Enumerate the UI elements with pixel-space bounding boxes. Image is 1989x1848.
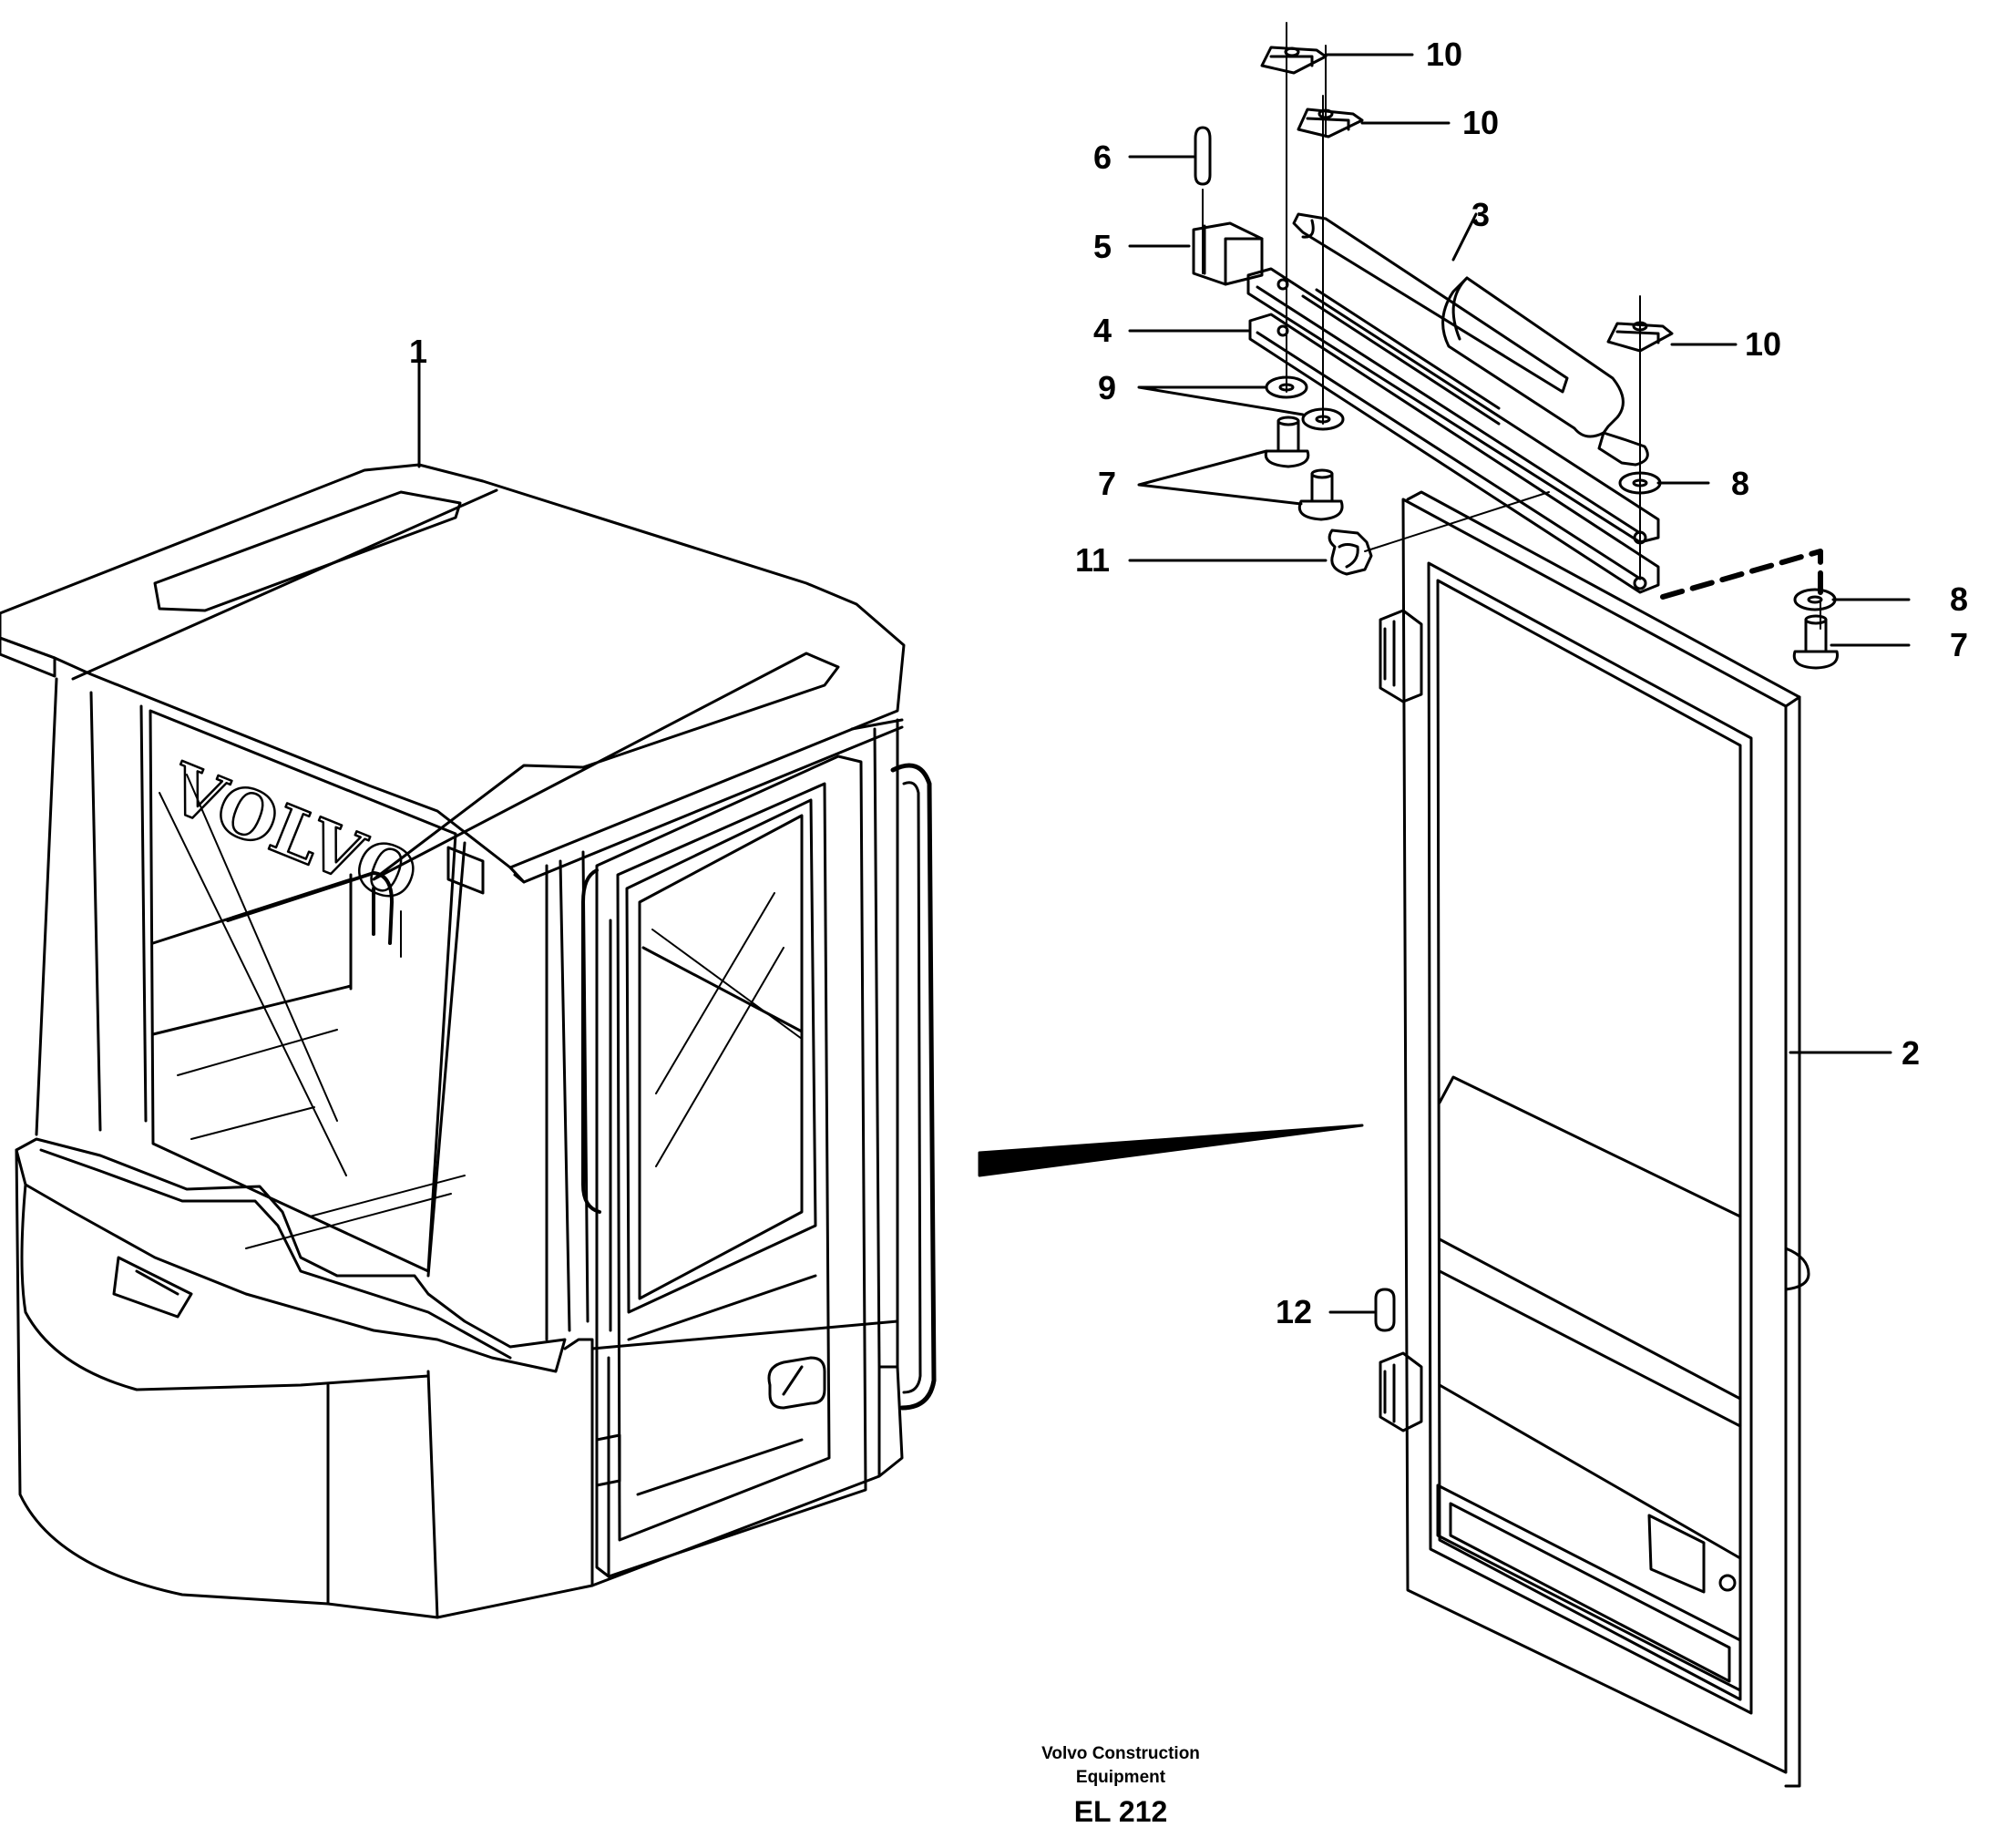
door-outer-frame xyxy=(1401,498,1788,1774)
cab-logo: VOLVO xyxy=(157,749,427,919)
callout-6: 6 xyxy=(1093,139,1112,176)
callout-7b: 7 xyxy=(1950,626,1969,663)
gas-strut-body xyxy=(1441,276,1625,438)
callout-4: 4 xyxy=(1093,312,1112,349)
company-line-1: Volvo Construction xyxy=(1041,1744,1200,1763)
cab-side-door xyxy=(595,755,867,1578)
gas-strut-rod xyxy=(1292,212,1569,394)
cab-roof xyxy=(0,463,906,869)
callout-7a: 7 xyxy=(1098,465,1117,502)
bracket-plate-upper xyxy=(1246,267,1660,544)
cab-side-door-window xyxy=(638,814,804,1300)
door-assembly xyxy=(1379,490,1810,1788)
callout-9: 9 xyxy=(1098,369,1117,406)
callout-10b: 10 xyxy=(1462,104,1500,141)
door-glass xyxy=(1427,561,1753,1715)
company-name: Volvo Construction Equipment xyxy=(1002,1742,1239,1790)
bracket-plate-lower xyxy=(1248,313,1660,594)
part-5-block xyxy=(1192,221,1264,286)
washer-8b xyxy=(1793,588,1837,611)
part-6-pin xyxy=(1194,126,1212,186)
knob-11 xyxy=(1328,529,1373,576)
door-handle-recess xyxy=(1647,1514,1706,1594)
clip-10a xyxy=(1260,46,1328,75)
callout-5: 5 xyxy=(1093,228,1112,265)
callout-12: 12 xyxy=(1276,1293,1313,1330)
assembly-axis-lines xyxy=(1286,22,1823,630)
callout-1: 1 xyxy=(409,333,428,370)
clip-10b xyxy=(1297,108,1364,139)
callout-10c: 10 xyxy=(1745,325,1782,363)
callout-3: 3 xyxy=(1471,196,1491,233)
clip-10c xyxy=(1606,322,1674,353)
door-hinge-lower xyxy=(1379,1351,1423,1432)
pin-12 xyxy=(1374,1288,1396,1332)
bolt-7b xyxy=(1297,472,1344,521)
company-line-2: Equipment xyxy=(1075,1768,1166,1787)
leader-lines xyxy=(417,53,1911,1314)
callout-8a: 8 xyxy=(1731,465,1750,502)
bolt-7a xyxy=(1264,419,1310,468)
cab-lower-body xyxy=(15,1148,904,1619)
door-hinge-upper xyxy=(1379,609,1423,703)
cab-console xyxy=(15,1137,567,1373)
cab-grab-handle xyxy=(890,763,937,1411)
cab-front-window xyxy=(149,709,457,1273)
callout-10a: 10 xyxy=(1426,36,1463,73)
drawing-code: EL 212 xyxy=(1073,1795,1168,1828)
pointer-wedge xyxy=(978,1124,1364,1177)
cab-assembly: VOLVO xyxy=(0,463,937,1619)
callout-2: 2 xyxy=(1902,1034,1921,1072)
callout-8b: 8 xyxy=(1950,580,1969,618)
callout-11: 11 xyxy=(1075,541,1111,579)
door-lower-panel xyxy=(1436,1484,1742,1692)
bolt-7c xyxy=(1792,618,1840,670)
